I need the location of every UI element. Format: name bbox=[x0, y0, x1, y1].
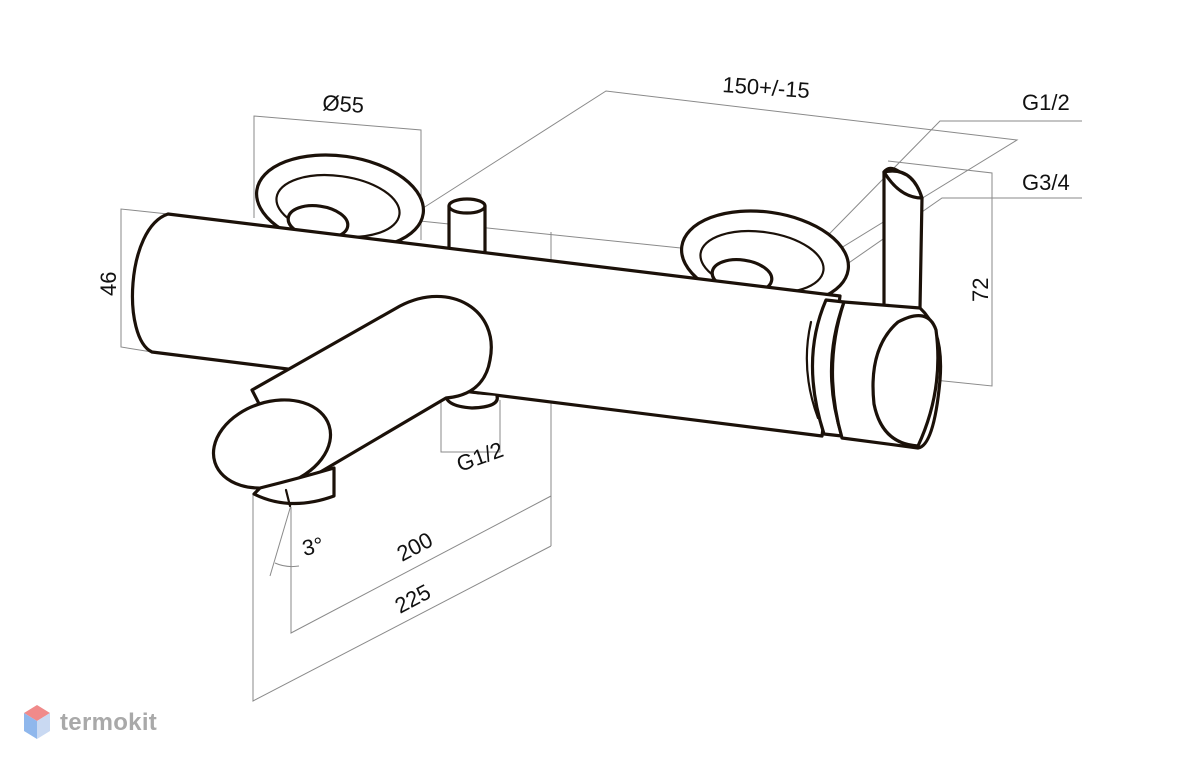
dim-handle-height: 72 bbox=[968, 278, 993, 302]
dim-center-distance: 150+/-15 bbox=[722, 72, 811, 103]
dim-spout-angle: 3° bbox=[300, 532, 326, 561]
cartridge-housing bbox=[805, 298, 943, 450]
dim-spout-reach-inner: 200 bbox=[393, 527, 437, 566]
dimension-lines bbox=[120, 90, 1082, 702]
left-wall-flange bbox=[254, 153, 426, 251]
cube-logo-icon bbox=[24, 705, 50, 739]
lever-handle bbox=[882, 166, 924, 317]
brand-logo: termokit bbox=[22, 702, 157, 744]
dim-spout-reach-outer: 225 bbox=[391, 579, 435, 618]
dim-bottom-thread: G1/2 bbox=[453, 437, 506, 477]
brand-name: termokit bbox=[60, 709, 158, 736]
dim-outlet-thread: G3/4 bbox=[1022, 170, 1070, 195]
dim-inlet-thread-top: G1/2 bbox=[1022, 90, 1070, 115]
dim-body-diameter: 46 bbox=[96, 272, 121, 296]
spout bbox=[211, 294, 493, 508]
dim-flange-diameter: Ø55 bbox=[322, 90, 365, 118]
